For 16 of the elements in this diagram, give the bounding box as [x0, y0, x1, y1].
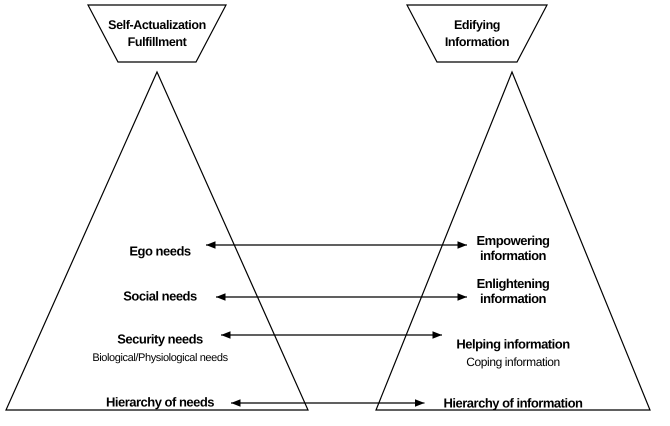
need-label: Empowering information [473, 234, 553, 264]
sub-label: Coping information [466, 355, 560, 369]
heading-text: Self-Actualization Fulfillment [107, 17, 207, 50]
heading-text: Edifying Information [444, 17, 510, 50]
sub-label: Biological/Physiological needs [92, 352, 228, 364]
need-label: Hierarchy of information [430, 396, 596, 412]
double-arrow [221, 331, 442, 339]
double-arrow [231, 399, 424, 407]
need-label: Helping information [448, 338, 578, 352]
need-label: Hierarchy of needs [95, 396, 225, 410]
need-label: Ego needs [120, 244, 200, 260]
double-arrow [216, 293, 467, 301]
need-label: Social needs [110, 290, 210, 304]
double-arrow [206, 241, 467, 249]
need-label: Enlightening information [473, 277, 553, 307]
need-label: Security needs [105, 332, 215, 348]
